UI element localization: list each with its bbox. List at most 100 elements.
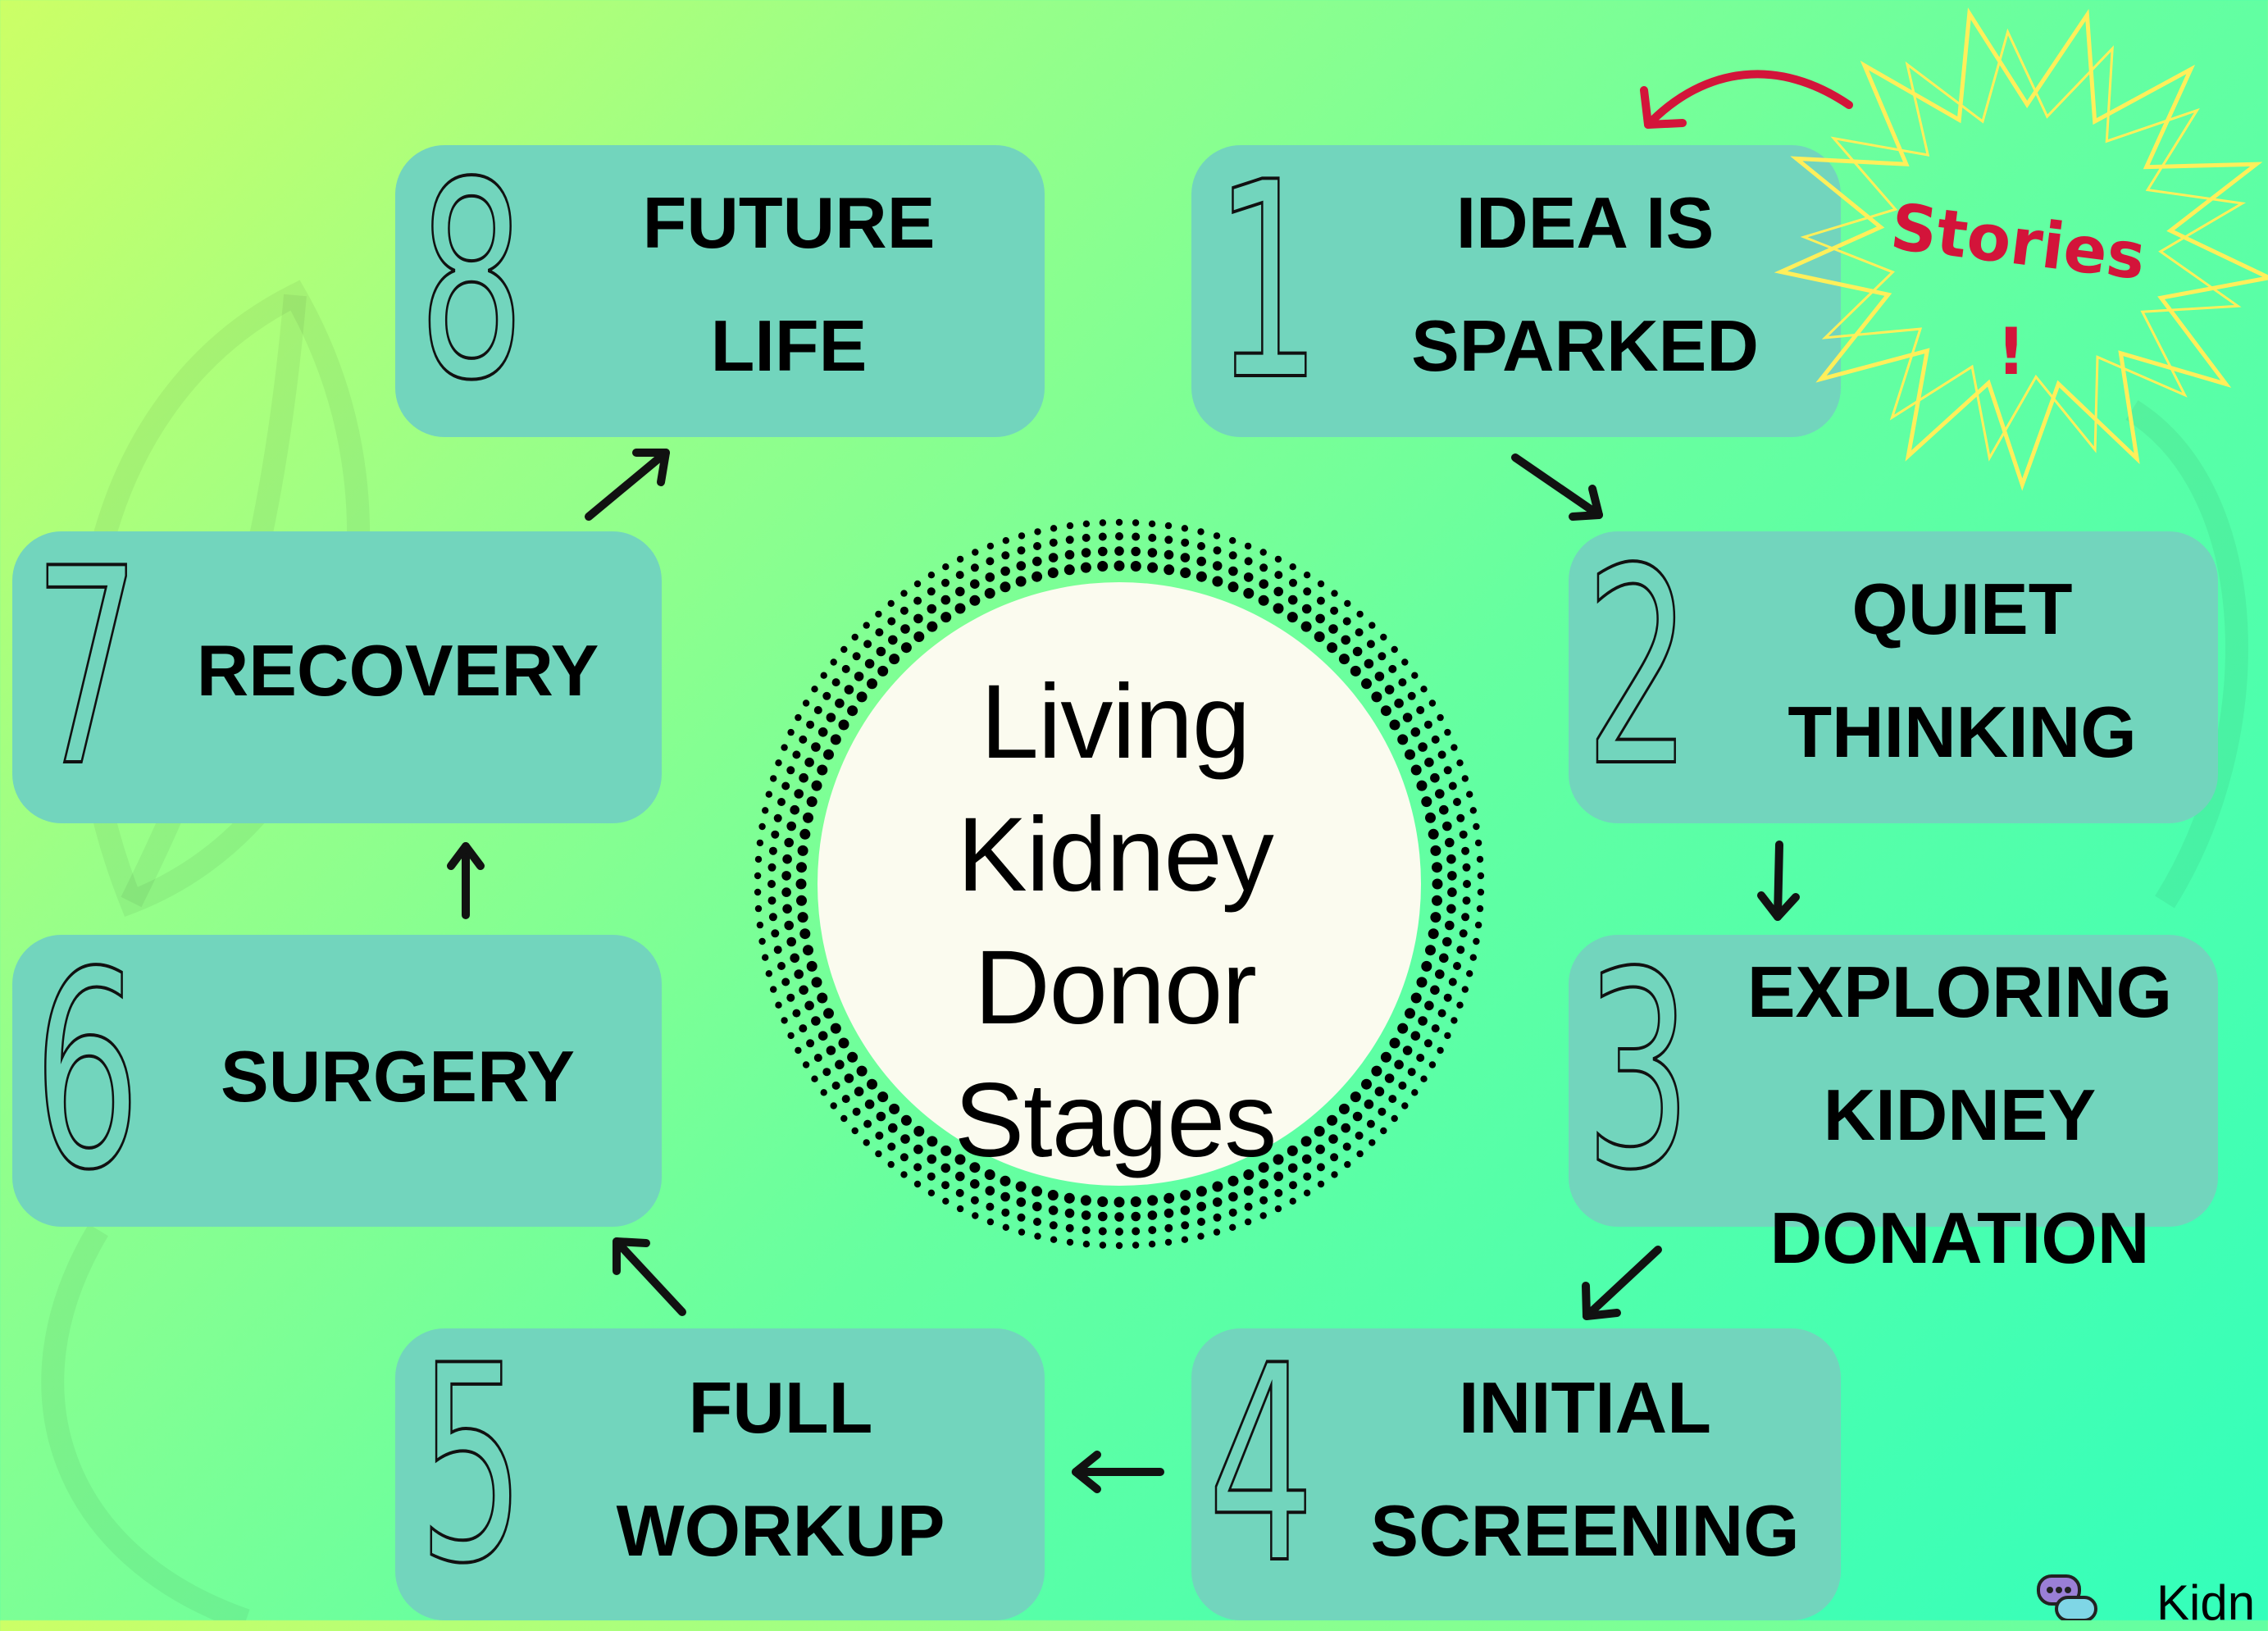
ring-dot [1098, 1211, 1108, 1222]
ring-dot [806, 960, 817, 972]
ring-dot [927, 1172, 936, 1181]
ring-dot [1274, 571, 1283, 580]
ring-dot [838, 1037, 849, 1049]
ring-dot [771, 929, 780, 938]
ring-dot [1448, 977, 1457, 986]
ring-dot [1034, 1232, 1041, 1240]
ring-dot [756, 839, 764, 847]
ring-dot [927, 1154, 937, 1164]
ring-dot [1388, 664, 1397, 673]
ring-dot [1474, 839, 1482, 847]
ring-dot [1430, 772, 1440, 783]
ring-dot [1461, 913, 1470, 922]
ring-dot [1420, 1075, 1428, 1082]
ring-dot [900, 1171, 908, 1178]
ring-dot [1212, 561, 1223, 571]
ring-dot [803, 945, 813, 956]
ring-dot [826, 1046, 836, 1055]
ring-dot [1462, 896, 1471, 905]
ring-dot [1212, 1197, 1223, 1207]
stage-7-label: RECOVERY [168, 609, 627, 732]
stage-1-label: IDEA IS SPARKED [1355, 162, 1815, 408]
ring-dot [758, 822, 766, 831]
ring-dot [900, 624, 910, 634]
ring-dot [1228, 551, 1237, 560]
ring-dot [927, 587, 936, 596]
ring-dot [1388, 1095, 1397, 1104]
ring-dot [786, 766, 795, 775]
ring-dot [786, 993, 795, 1002]
ring-dot [900, 1114, 912, 1126]
ring-dot [1380, 1051, 1391, 1063]
ring-dot [927, 572, 936, 579]
ring-dot [1273, 1171, 1283, 1182]
ring-dot [1002, 1223, 1010, 1232]
ring-dot [1428, 928, 1439, 940]
ring-dot [799, 828, 811, 840]
stage-label-line: IDEA IS [1455, 182, 1715, 263]
ring-dot [985, 1186, 995, 1196]
ring-dot [1410, 764, 1422, 776]
ring-dot [1066, 1238, 1074, 1246]
ring-dot [1180, 567, 1191, 578]
stage-5-label: FULL WORKUP [551, 1346, 1010, 1592]
ring-dot [786, 821, 796, 831]
ring-dot [795, 1046, 802, 1055]
ring-dot [969, 595, 981, 606]
ring-dot [835, 698, 845, 708]
ring-dot [1315, 1144, 1325, 1155]
ring-dot [1015, 1181, 1027, 1192]
ring-dot [1432, 878, 1443, 890]
ring-dot [1389, 719, 1400, 731]
ring-dot [969, 1162, 981, 1173]
ring-dot [1407, 691, 1416, 700]
ring-dot [913, 1144, 923, 1155]
stage-7-box: 7 RECOVERY [12, 531, 662, 823]
ring-dot [877, 665, 889, 677]
ring-dot [1430, 845, 1441, 856]
ring-dot [1033, 542, 1041, 550]
ring-dot [1405, 1008, 1415, 1019]
ring-dot [1228, 566, 1238, 576]
ring-dot [1181, 538, 1190, 547]
ring-dot [1181, 525, 1189, 532]
ring-dot [1244, 1202, 1253, 1211]
ring-dot [954, 603, 966, 614]
ring-dot [811, 742, 821, 752]
ring-dot [817, 727, 828, 737]
ring-dot [913, 1126, 925, 1137]
ring-dot [799, 1024, 808, 1033]
ring-dot [784, 920, 794, 931]
ring-dot [1446, 904, 1456, 914]
ring-dot [1303, 1172, 1312, 1181]
stage-label-line: SPARKED [1411, 305, 1759, 386]
ring-dot [765, 970, 772, 977]
ring-dot [1425, 812, 1436, 823]
ring-dot [970, 1196, 979, 1205]
ring-dot [773, 945, 782, 954]
ring-dot [940, 1145, 952, 1156]
ring-dot [1115, 518, 1123, 526]
ring-dot [1371, 691, 1382, 703]
ring-dot [844, 1073, 854, 1083]
ring-dot [1369, 622, 1376, 629]
ring-dot [830, 734, 841, 745]
ring-dot [1164, 1238, 1173, 1246]
ring-dot [1361, 1078, 1372, 1090]
dotted-ring [754, 518, 1485, 1250]
center-circle [817, 582, 1421, 1186]
ring-dot [1212, 576, 1223, 587]
ring-dot [1114, 1196, 1125, 1208]
ring-dot [771, 830, 780, 839]
stage-label-line: RECOVERY [196, 630, 599, 711]
ring-dot [1451, 1017, 1458, 1024]
ring-dot [1303, 572, 1311, 579]
ring-dot [1289, 1197, 1296, 1205]
ring-dot [1301, 1154, 1312, 1164]
stage-label-line: SCREENING [1370, 1490, 1800, 1571]
ring-dot [1196, 556, 1206, 567]
chat-bubbles-icon [2037, 1574, 2097, 1620]
ring-dot [875, 1150, 882, 1158]
ring-dot [1243, 1186, 1254, 1196]
ring-dot [1338, 654, 1350, 665]
